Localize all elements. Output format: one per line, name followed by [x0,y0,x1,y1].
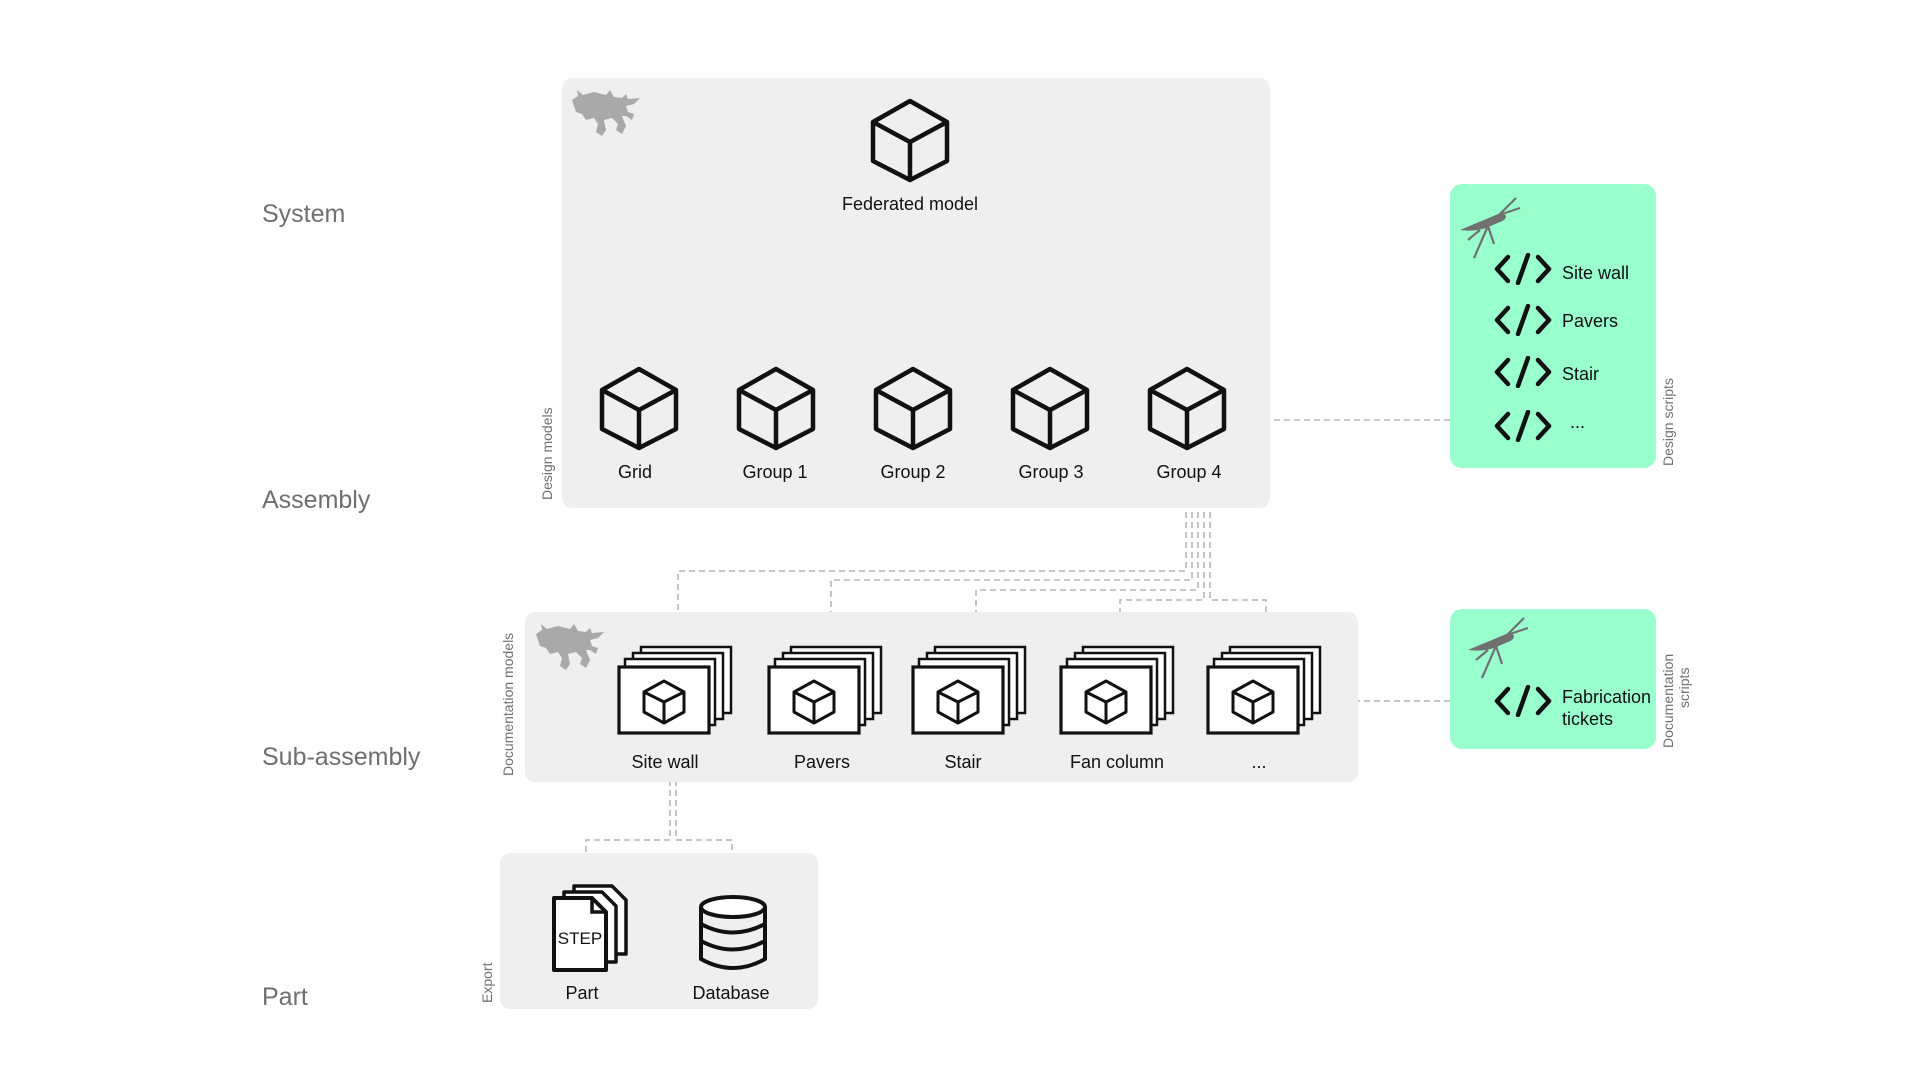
connector-line [677,502,1187,640]
sheet-stack-icon [767,645,883,735]
cube-icon [1010,366,1090,451]
doc-model-label-more: ... [1251,752,1267,772]
export-label-part: Part [565,983,599,1003]
documentation-scripts-panel [1450,609,1656,749]
design-model-label-grid: Grid [617,462,653,482]
sheet-stack-icon [617,645,733,735]
doc-model-label-pavers: Pavers [793,752,851,772]
design-script-site-wall: Site wall [1562,263,1630,283]
documentation-scripts-label: Documentation scripts [1660,654,1692,748]
doc-model-label-stair: Stair [944,752,982,772]
cube-icon [599,366,679,451]
doc-script-fabrication-tickets: Fabrication tickets [1562,686,1651,730]
step-badge-label: STEP [558,929,602,948]
level-label-system: System [262,200,346,228]
documentation-scripts-label-line-1: Documentation [1660,653,1676,748]
code-icon [1494,685,1552,717]
design-model-label-group-2: Group 2 [880,462,946,482]
design-models-panel [562,78,1270,508]
cube-icon [1147,366,1227,451]
grasshopper-icon [1468,617,1529,679]
export-panel [500,853,818,1009]
design-model-label-group-4: Group 4 [1156,462,1222,482]
doc-script-line-2: tickets [1562,709,1614,729]
export-label: Export [479,962,495,1003]
step-file-icon: STEP [552,884,628,972]
level-label-sub-assembly: Sub-assembly [262,743,421,771]
export-label-database: Database [692,983,770,1003]
doc-script-line-1: Fabrication [1562,687,1652,707]
cube-icon [870,98,950,183]
design-scripts-label: Design scripts [1660,378,1676,466]
doc-model-label-site-wall: Site wall [631,752,699,772]
level-label-part: Part [262,983,308,1011]
code-icon [1494,253,1552,285]
doc-model-label-fan-column: Fan column [1069,752,1165,772]
sheet-stack-icon [911,645,1027,735]
cube-icon [736,366,816,451]
sheet-stack-icon [1059,645,1175,735]
design-scripts-panel [1450,184,1656,468]
design-script-more: ... [1570,412,1586,432]
rhino-icon [536,624,604,670]
level-label-assembly: Assembly [262,486,371,514]
design-model-label-group-3: Group 3 [1018,462,1084,482]
documentation-models-label: Documentation models [500,632,516,776]
design-models-label: Design models [539,407,555,500]
database-icon [699,895,767,970]
grasshopper-icon [1460,197,1521,259]
sheet-stack-icon [1206,645,1322,735]
cube-icon [873,366,953,451]
code-icon [1494,356,1552,388]
design-model-label-group-1: Group 1 [742,462,808,482]
code-icon [1494,304,1552,336]
design-script-stair: Stair [1562,364,1600,384]
documentation-scripts-label-line-2: scripts [1676,667,1693,708]
code-icon [1494,410,1552,442]
design-script-pavers: Pavers [1562,311,1619,331]
federated-model-label: Federated model [841,194,979,214]
rhino-icon [572,90,640,136]
